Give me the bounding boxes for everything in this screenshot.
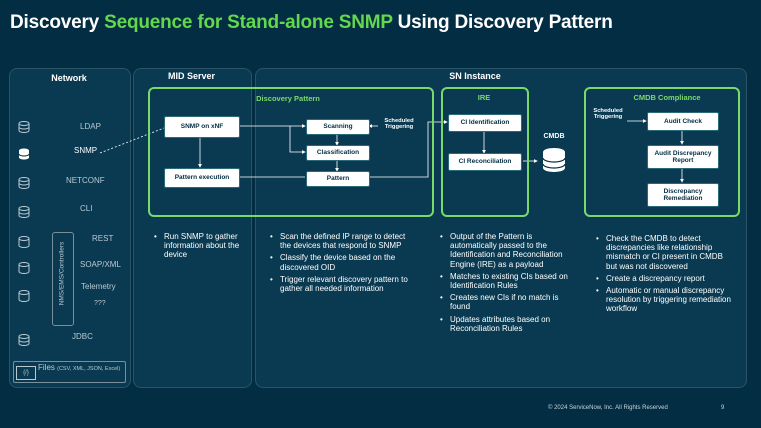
jdbc-label: JDBC [72, 332, 93, 341]
discovery-pattern-title: Discovery Pattern [256, 94, 320, 103]
database-icon [18, 262, 30, 274]
title-part3: Using Discovery Pattern [397, 12, 613, 33]
title-part1: Discovery [10, 12, 105, 33]
title-part2: Sequence for Stand-alone SNMP [104, 12, 398, 33]
cmdb-compliance-box [584, 87, 740, 217]
snmp-label: SNMP [74, 146, 98, 155]
scanning-node: Scanning [306, 119, 370, 135]
snmp-xnf-node: SNMP on xNF [164, 116, 240, 138]
nms-bracket [52, 232, 74, 326]
soap-label: SOAP/XML [80, 260, 121, 269]
telemetry-label: Telemetry [81, 282, 116, 291]
dp-bullet-1: Scan the defined IP range to detect the … [268, 232, 418, 250]
files-sub-text: (CSV, XML, JSON, Excel) [57, 366, 121, 372]
page-title: Discovery Sequence for Stand-alone SNMP … [10, 12, 613, 34]
network-panel-title: Network [51, 73, 87, 83]
mid-bullet-1: Run SNMP to gather information about the… [152, 232, 244, 260]
network-panel [9, 68, 131, 388]
files-label: Files (CSV, XML, JSON, Excel) [38, 363, 120, 372]
sn-panel-title: SN Instance [449, 71, 501, 81]
cmp-scheduled-label: Scheduled Triggering [593, 108, 623, 121]
database-icon [18, 334, 30, 346]
cmdb-compliance-title: CMDB Compliance [633, 93, 701, 102]
pattern-to-ire [369, 120, 448, 178]
ire-box [441, 87, 529, 217]
dp-scheduled-label: Scheduled Triggering [384, 118, 414, 131]
footer-page-number: 9 [721, 405, 725, 411]
dp-bullets: Scan the defined IP range to detect the … [268, 232, 418, 296]
dp-bullet-2: Classify the device based on the discove… [268, 253, 418, 271]
database-icon [18, 148, 30, 160]
files-label-text: Files [38, 363, 55, 372]
ire-bullet-2: Matches to existing CIs based on Identif… [438, 272, 576, 290]
ire-bullet-4: Updates attributes based on Reconciliati… [438, 315, 576, 333]
ire-bullets: Output of the Pattern is automatically p… [438, 232, 576, 336]
audit-check-node: Audit Check [647, 112, 719, 131]
ire-bullet-1: Output of the Pattern is automatically p… [438, 232, 576, 269]
pattern-execution-node: Pattern execution [164, 168, 240, 188]
rest-label: REST [92, 234, 114, 243]
mid-bullets: Run SNMP to gather information about the… [152, 232, 244, 263]
ci-reconciliation-node: CI Reconciliation [448, 153, 522, 171]
cmp-bullet-1: Check the CMDB to detect discrepancies l… [594, 234, 736, 271]
mid-panel-title: MID Server [167, 71, 216, 81]
database-icon [18, 206, 30, 218]
audit-report-node: Audit Discrepancy Report [647, 145, 719, 169]
discovery-pattern-box [148, 87, 434, 217]
ire-bullet-3: Creates new CIs if no match is found [438, 293, 576, 311]
database-icon [18, 177, 30, 189]
cmdb-label: CMDB [543, 133, 565, 140]
cmp-bullet-2: Create a discrepancy report [594, 274, 736, 283]
database-icon [18, 290, 30, 302]
snmp-connector [99, 127, 165, 154]
files-box [13, 361, 126, 383]
database-icon [18, 236, 30, 248]
classification-node: Classification [306, 145, 370, 161]
remediation-node: Discrepancy Remediation [647, 183, 719, 207]
cli-label: CLI [80, 204, 93, 213]
cmdb-database-icon [542, 148, 566, 172]
xnf-to-class [289, 126, 306, 154]
cmp-bullets: Check the CMDB to detect discrepancies l… [594, 234, 736, 317]
pattern-node: Pattern [306, 171, 370, 187]
dp-bullet-3: Trigger relevant discovery pattern to ga… [268, 275, 418, 293]
unknown-label: ??? [94, 300, 106, 307]
ire-title: IRE [477, 93, 491, 102]
netconf-label: NETCONF [66, 176, 105, 185]
ldap-label: LDAP [80, 122, 101, 131]
files-icon: {/} [16, 366, 36, 380]
cmp-bullet-3: Automatic or manual discrepancy resoluti… [594, 286, 736, 314]
footer-copyright: © 2024 ServiceNow, Inc. All Rights Reser… [548, 405, 668, 411]
database-icon [18, 121, 30, 133]
ci-identification-node: CI Identification [448, 114, 522, 132]
